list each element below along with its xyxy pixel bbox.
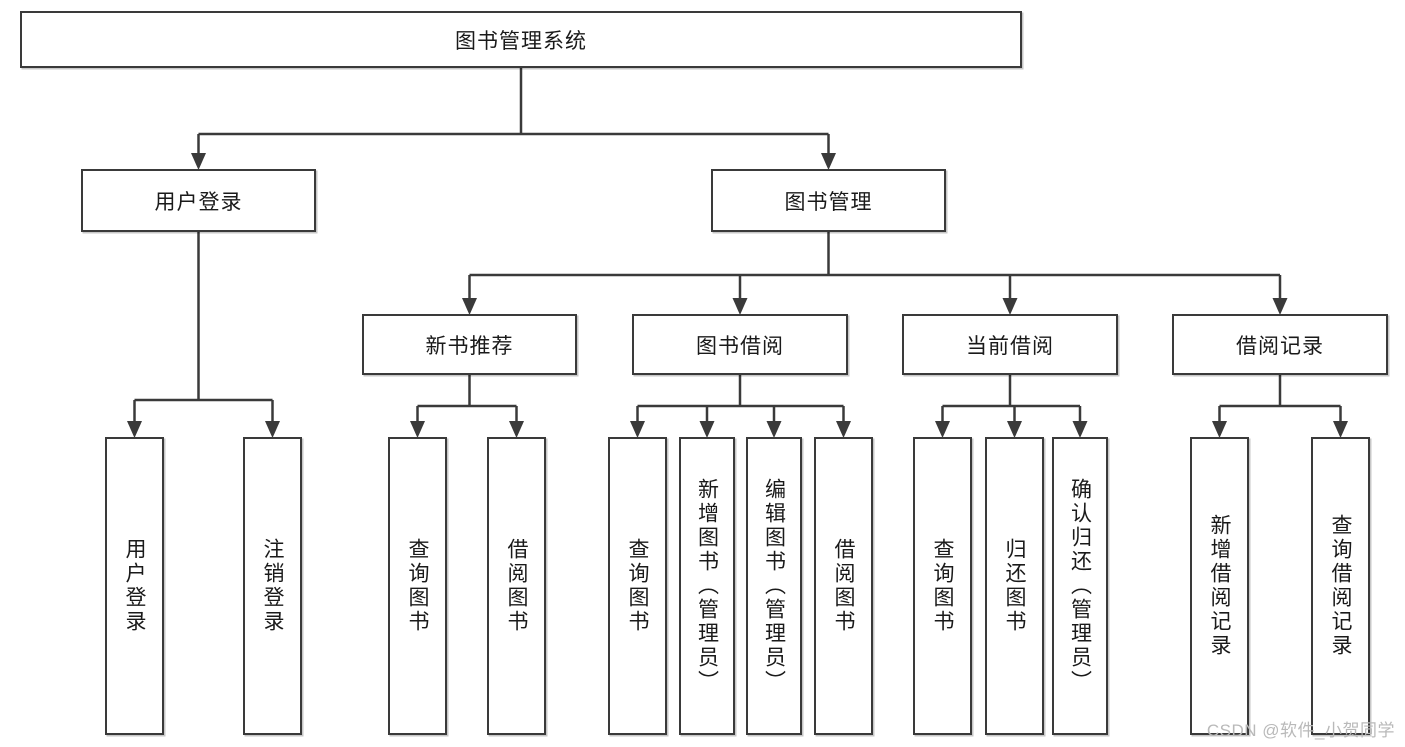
- node-label: 图书管理系统: [455, 29, 587, 53]
- arrowhead-icon: [1002, 298, 1018, 315]
- node-label: 新增借阅记录: [1208, 514, 1231, 658]
- watermark-text: CSDN @软件_小贺同学: [1206, 721, 1395, 740]
- node-leaf-rec-query-record[interactable]: 查询借阅记录: [1311, 437, 1370, 735]
- node-borrow-record[interactable]: 借阅记录: [1172, 314, 1388, 375]
- arrowhead-icon: [191, 153, 206, 170]
- node-leaf-rec-query-book[interactable]: 查询图书: [388, 437, 447, 735]
- node-user-login[interactable]: 用户登录: [81, 169, 316, 232]
- node-leaf-user-logout[interactable]: 注销登录: [243, 437, 302, 735]
- arrowhead-icon: [766, 421, 782, 438]
- arrowhead-icon: [127, 421, 142, 438]
- arrowhead-icon: [1272, 298, 1288, 315]
- arrowhead-icon: [509, 421, 524, 438]
- node-leaf-borrow-edit-book[interactable]: 编辑图书（管理员）: [746, 437, 802, 735]
- arrowhead-icon: [1212, 421, 1227, 438]
- node-label: 图书管理: [784, 190, 873, 214]
- node-leaf-cur-return-book[interactable]: 归还图书: [985, 437, 1044, 735]
- node-label: 归还图书: [1003, 538, 1026, 634]
- node-label: 查询借阅记录: [1329, 514, 1352, 658]
- node-book-borrow[interactable]: 图书借阅: [632, 314, 848, 375]
- arrowhead-icon: [935, 421, 950, 438]
- arrowhead-icon: [462, 298, 477, 315]
- node-leaf-user-login[interactable]: 用户登录: [105, 437, 164, 735]
- node-label: 新增图书（管理员）: [695, 478, 719, 694]
- node-label: 查询图书: [931, 538, 954, 634]
- node-book-manage[interactable]: 图书管理: [711, 169, 946, 232]
- arrowhead-icon: [265, 421, 280, 438]
- node-label: 借阅图书: [505, 538, 528, 634]
- node-label: 查询图书: [626, 538, 649, 634]
- node-leaf-cur-query-book[interactable]: 查询图书: [913, 437, 972, 735]
- node-label: 借阅记录: [1236, 334, 1324, 358]
- node-label: 图书借阅: [696, 334, 784, 358]
- node-label: 新书推荐: [425, 334, 514, 358]
- arrowhead-icon: [732, 298, 748, 315]
- arrowhead-icon: [821, 153, 836, 170]
- node-label: 确认归还（管理员）: [1068, 478, 1092, 694]
- node-label: 查询图书: [406, 538, 429, 634]
- node-new-book-recommend[interactable]: 新书推荐: [362, 314, 577, 375]
- node-leaf-borrow-add-book[interactable]: 新增图书（管理员）: [679, 437, 735, 735]
- node-leaf-rec-add-record[interactable]: 新增借阅记录: [1190, 437, 1249, 735]
- node-leaf-borrow-query-book[interactable]: 查询图书: [608, 437, 667, 735]
- arrowhead-icon: [1333, 421, 1348, 438]
- arrowhead-icon: [410, 421, 425, 438]
- arrowhead-icon: [699, 421, 715, 438]
- node-current-borrow[interactable]: 当前借阅: [902, 314, 1118, 375]
- node-leaf-cur-confirm-return[interactable]: 确认归还（管理员）: [1052, 437, 1108, 735]
- arrowhead-icon: [836, 421, 851, 438]
- node-label: 用户登录: [154, 190, 243, 214]
- node-leaf-borrow-borrow-book[interactable]: 借阅图书: [814, 437, 873, 735]
- node-label: 当前借阅: [966, 334, 1054, 358]
- arrowhead-icon: [1072, 421, 1088, 438]
- arrowhead-icon: [630, 421, 645, 438]
- node-root-system[interactable]: 图书管理系统: [20, 11, 1022, 68]
- node-leaf-rec-borrow-book[interactable]: 借阅图书: [487, 437, 546, 735]
- node-label: 编辑图书（管理员）: [762, 478, 786, 694]
- node-label: 用户登录: [123, 538, 146, 634]
- node-label: 借阅图书: [832, 538, 855, 634]
- node-label: 注销登录: [261, 538, 284, 634]
- arrowhead-icon: [1007, 421, 1022, 438]
